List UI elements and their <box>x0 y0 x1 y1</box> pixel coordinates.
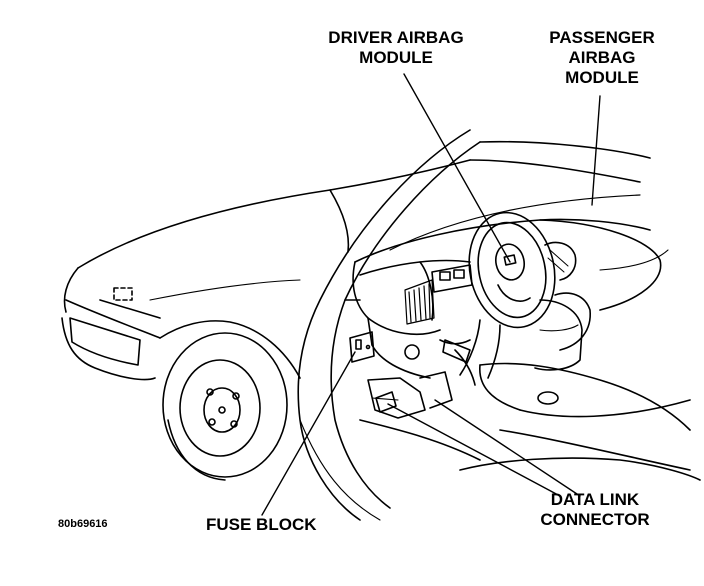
passenger-airbag-line-3: MODULE <box>565 68 639 87</box>
data-link-connector-label: DATA LINK CONNECTOR <box>530 490 660 530</box>
driver-airbag-line-1: DRIVER AIRBAG <box>328 28 464 47</box>
leader-driver-airbag <box>403 73 511 263</box>
passenger-airbag-line-1: PASSENGER <box>549 28 655 47</box>
leader-dlc-a <box>387 403 561 497</box>
figure-code: 80b69616 <box>58 518 108 530</box>
leader-lines <box>261 73 601 516</box>
leader-fuse-block <box>261 351 356 516</box>
fuse-block-label: FUSE BLOCK <box>206 515 336 535</box>
steering-wheel <box>442 211 556 379</box>
leader-dlc-b <box>434 399 581 497</box>
door-frame <box>297 129 481 521</box>
windshield <box>389 140 651 251</box>
driver-airbag-module-label: DRIVER AIRBAG MODULE <box>316 28 476 68</box>
dashboard <box>352 218 669 379</box>
passenger-airbag-module-label: PASSENGER AIRBAG MODULE <box>540 28 664 88</box>
front-wheel <box>162 332 288 481</box>
fuse-block <box>349 331 375 363</box>
seat <box>459 299 701 481</box>
car-body <box>61 159 471 381</box>
leader-passenger-airbag <box>591 95 601 206</box>
driver-airbag-line-2: MODULE <box>359 48 433 67</box>
data-link-connector <box>375 391 397 413</box>
dlc-line-2: CONNECTOR <box>540 510 650 529</box>
passenger-airbag-line-2: AIRBAG <box>568 48 636 67</box>
fuse-block-line-1: FUSE BLOCK <box>206 515 317 534</box>
dlc-line-1: DATA LINK <box>550 490 640 509</box>
